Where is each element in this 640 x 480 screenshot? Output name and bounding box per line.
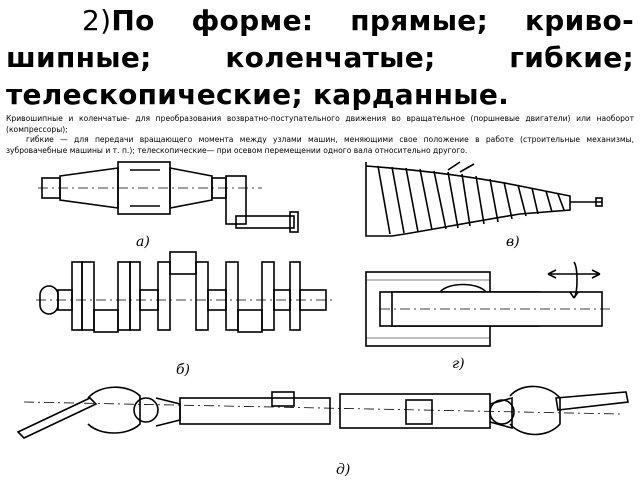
label-a: а) — [136, 234, 150, 250]
body-text: Кривошипные и коленчатые- для преобразов… — [6, 114, 634, 158]
paragraph-crank: Кривошипные и коленчатые- для преобразов… — [6, 114, 634, 134]
heading-text: По форме: прямые; криво-шипные; коленчат… — [6, 4, 634, 111]
cardan-shaft-drawing — [16, 385, 629, 439]
label-v: в) — [506, 234, 520, 250]
crankshaft-drawing — [36, 251, 332, 333]
heading-number: 2) — [82, 4, 112, 37]
paragraph-flexible: гибкие — для передачи вращающего момента… — [6, 135, 634, 155]
label-g: г) — [452, 356, 465, 372]
heading: 2)По форме: прямые; криво-шипные; коленч… — [6, 2, 634, 113]
flexible-shaft-drawing — [365, 161, 603, 237]
label-d: д) — [336, 462, 350, 478]
telescopic-shaft-drawing — [365, 261, 610, 347]
shafts-figure: а) б) в) г) д) — [16, 161, 629, 478]
label-b: б) — [176, 362, 190, 378]
straight-shaft-drawing — [38, 161, 299, 233]
